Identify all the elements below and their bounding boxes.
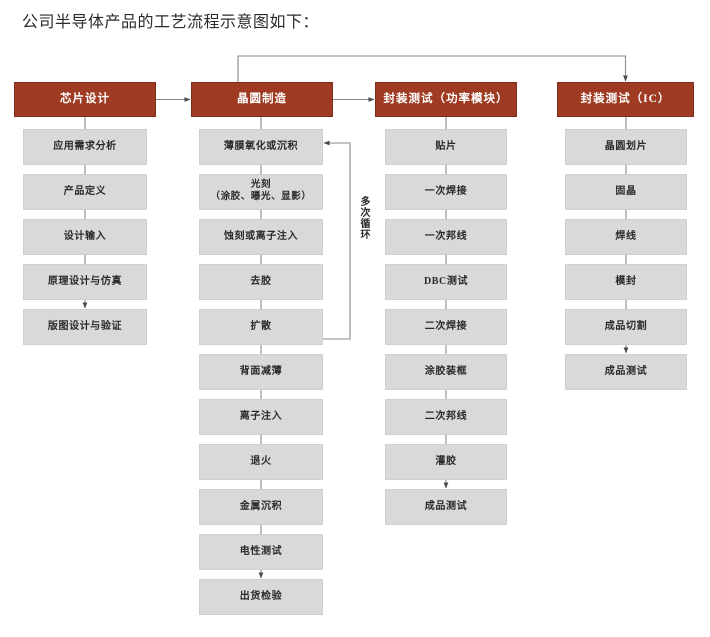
step-node[interactable]: 成品测试: [385, 489, 507, 525]
step-node[interactable]: 扩散: [199, 309, 323, 345]
step-node[interactable]: 设计输入: [23, 219, 147, 255]
step-node[interactable]: 背面减薄: [199, 354, 323, 390]
step-node[interactable]: 电性测试: [199, 534, 323, 570]
step-node[interactable]: 晶圆划片: [565, 129, 687, 165]
step-node[interactable]: 离子注入: [199, 399, 323, 435]
step-node[interactable]: 蚀刻或离子注入: [199, 219, 323, 255]
step-node[interactable]: 应用需求分析: [23, 129, 147, 165]
step-node[interactable]: 灌胶: [385, 444, 507, 480]
stage-header-package-test-power-module[interactable]: 封装测试（功率模块）: [375, 82, 517, 117]
step-node[interactable]: 金属沉积: [199, 489, 323, 525]
stage-header-wafer-fab[interactable]: 晶圆制造: [191, 82, 333, 117]
step-node[interactable]: 光刻（涂胶、曝光、显影）: [199, 174, 323, 210]
step-node[interactable]: 焊线: [565, 219, 687, 255]
step-node[interactable]: 成品测试: [565, 354, 687, 390]
step-node[interactable]: 去胶: [199, 264, 323, 300]
step-node[interactable]: DBC测试: [385, 264, 507, 300]
step-node[interactable]: 贴片: [385, 129, 507, 165]
step-node[interactable]: 二次焊接: [385, 309, 507, 345]
step-node[interactable]: 退火: [199, 444, 323, 480]
step-node[interactable]: 成品切割: [565, 309, 687, 345]
stage-header-chip-design[interactable]: 芯片设计: [14, 82, 156, 117]
stage-header-package-test-ic[interactable]: 封装测试（IC）: [557, 82, 694, 117]
step-node[interactable]: 涂胶装框: [385, 354, 507, 390]
step-node[interactable]: 版图设计与验证: [23, 309, 147, 345]
step-node[interactable]: 薄膜氧化或沉积: [199, 129, 323, 165]
step-node[interactable]: 产品定义: [23, 174, 147, 210]
step-node[interactable]: 模封: [565, 264, 687, 300]
step-node[interactable]: 一次邦线: [385, 219, 507, 255]
step-node[interactable]: 出货检验: [199, 579, 323, 615]
step-node[interactable]: 原理设计与仿真: [23, 264, 147, 300]
step-node[interactable]: 固晶: [565, 174, 687, 210]
loop-label-multi-cycle: 多次循环: [358, 196, 369, 240]
page-title: 公司半导体产品的工艺流程示意图如下：: [22, 14, 320, 31]
step-node[interactable]: 二次邦线: [385, 399, 507, 435]
step-node[interactable]: 一次焊接: [385, 174, 507, 210]
